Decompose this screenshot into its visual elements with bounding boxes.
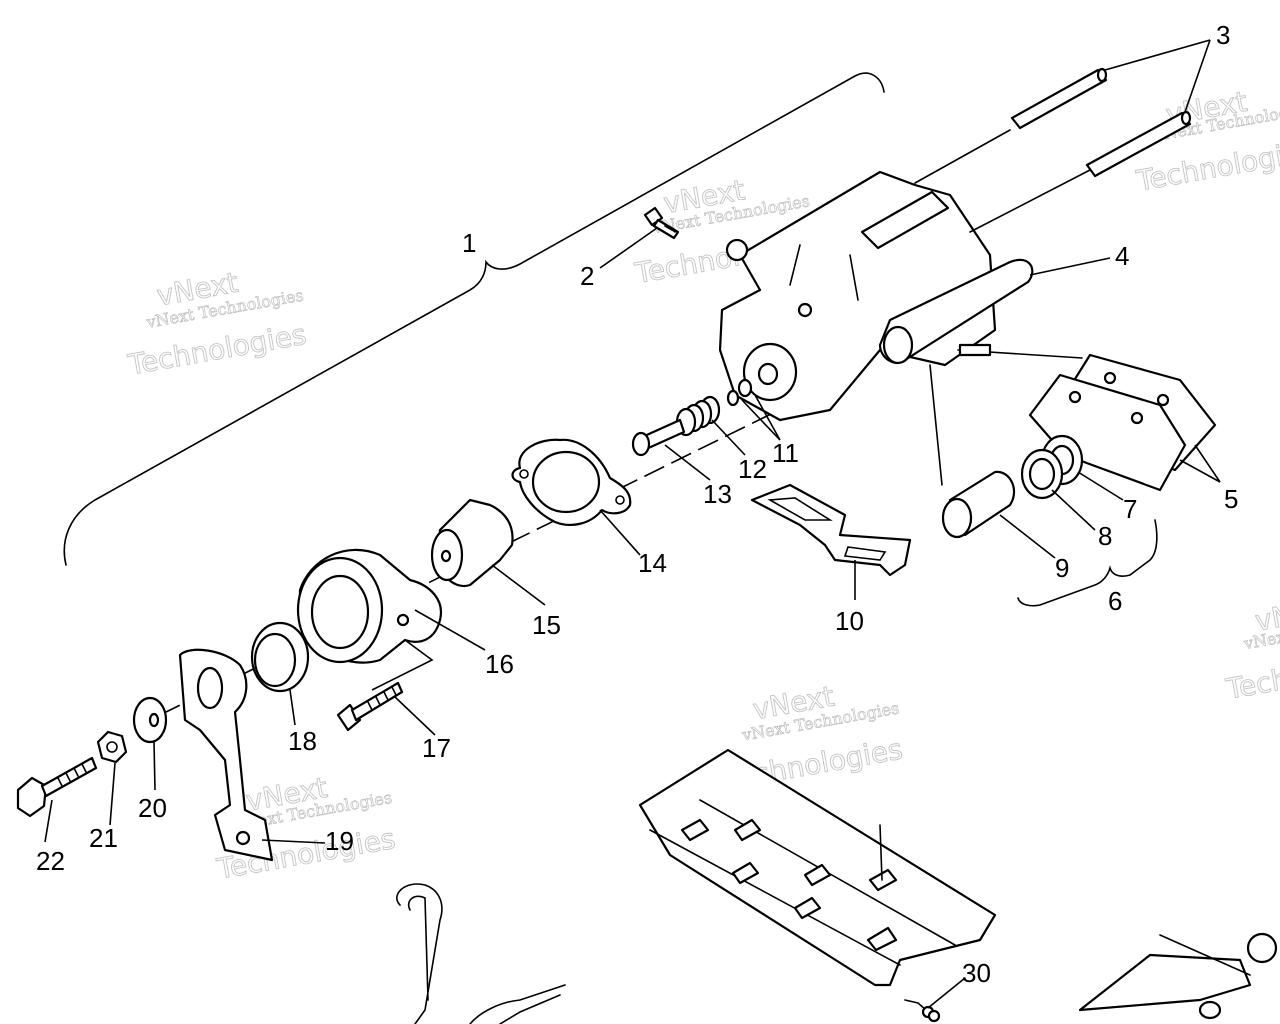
linkage-part	[396, 883, 566, 1024]
callout-14: 14	[638, 548, 667, 578]
watermark-group: vNext Technologies vNext Technologies vN…	[125, 84, 1280, 886]
callout-22: 22	[36, 846, 65, 876]
plunger-part-13	[631, 418, 686, 457]
callout-10: 10	[835, 606, 864, 636]
callout-7: 7	[1123, 494, 1137, 524]
callout-5: 5	[1224, 484, 1238, 514]
callout-3: 3	[1216, 20, 1230, 50]
cam-part-15	[430, 498, 514, 588]
bracket-part-10	[750, 483, 912, 577]
callout-17: 17	[422, 733, 451, 763]
callout-13: 13	[703, 479, 732, 509]
oring-part-11	[726, 378, 753, 407]
callout-8: 8	[1098, 521, 1112, 551]
callout-2: 2	[580, 261, 594, 291]
callout-1: 1	[462, 228, 476, 258]
assembly-bracket-6	[1017, 519, 1158, 607]
leader-lines	[44, 39, 1221, 1009]
callout-11: 11	[772, 438, 799, 468]
plate-part-19	[178, 648, 274, 862]
callout-labels: 1 2 3 4 5 6 7 8 9 10 11 12 13 14 15 16 1…	[36, 20, 1238, 988]
callout-18: 18	[288, 726, 317, 756]
washer-part-20	[132, 696, 168, 744]
pin-part-3	[1010, 67, 1192, 178]
callout-30: 30	[962, 958, 991, 988]
callout-21: 21	[89, 823, 118, 853]
callout-9: 9	[1055, 553, 1069, 583]
leader-line	[914, 129, 1011, 184]
callout-12: 12	[738, 454, 767, 484]
ring-part-18	[250, 621, 310, 693]
callout-15: 15	[532, 610, 561, 640]
callout-6: 6	[1108, 586, 1122, 616]
nut-part-21	[96, 730, 128, 764]
reed-plate-part-5	[1028, 353, 1217, 492]
watermark-text: vNext	[1253, 591, 1280, 638]
callout-19: 19	[325, 826, 354, 856]
housing-part-16	[296, 548, 443, 664]
ring-part-8	[1020, 448, 1064, 500]
gasket-part-14	[511, 438, 632, 526]
assembly-bracket-1	[63, 72, 885, 566]
pump-body-part-4	[718, 170, 1083, 486]
leader-line	[969, 169, 1091, 233]
callout-20: 20	[138, 793, 167, 823]
piston-part-9	[941, 470, 1016, 539]
callout-16: 16	[485, 649, 514, 679]
callout-4: 4	[1115, 241, 1129, 271]
bolt-part-17	[336, 681, 404, 732]
skid-frame-part	[638, 748, 997, 987]
ski-part	[1078, 932, 1278, 1020]
bolt-part-22	[16, 756, 98, 818]
bolt-part-2	[643, 206, 680, 240]
